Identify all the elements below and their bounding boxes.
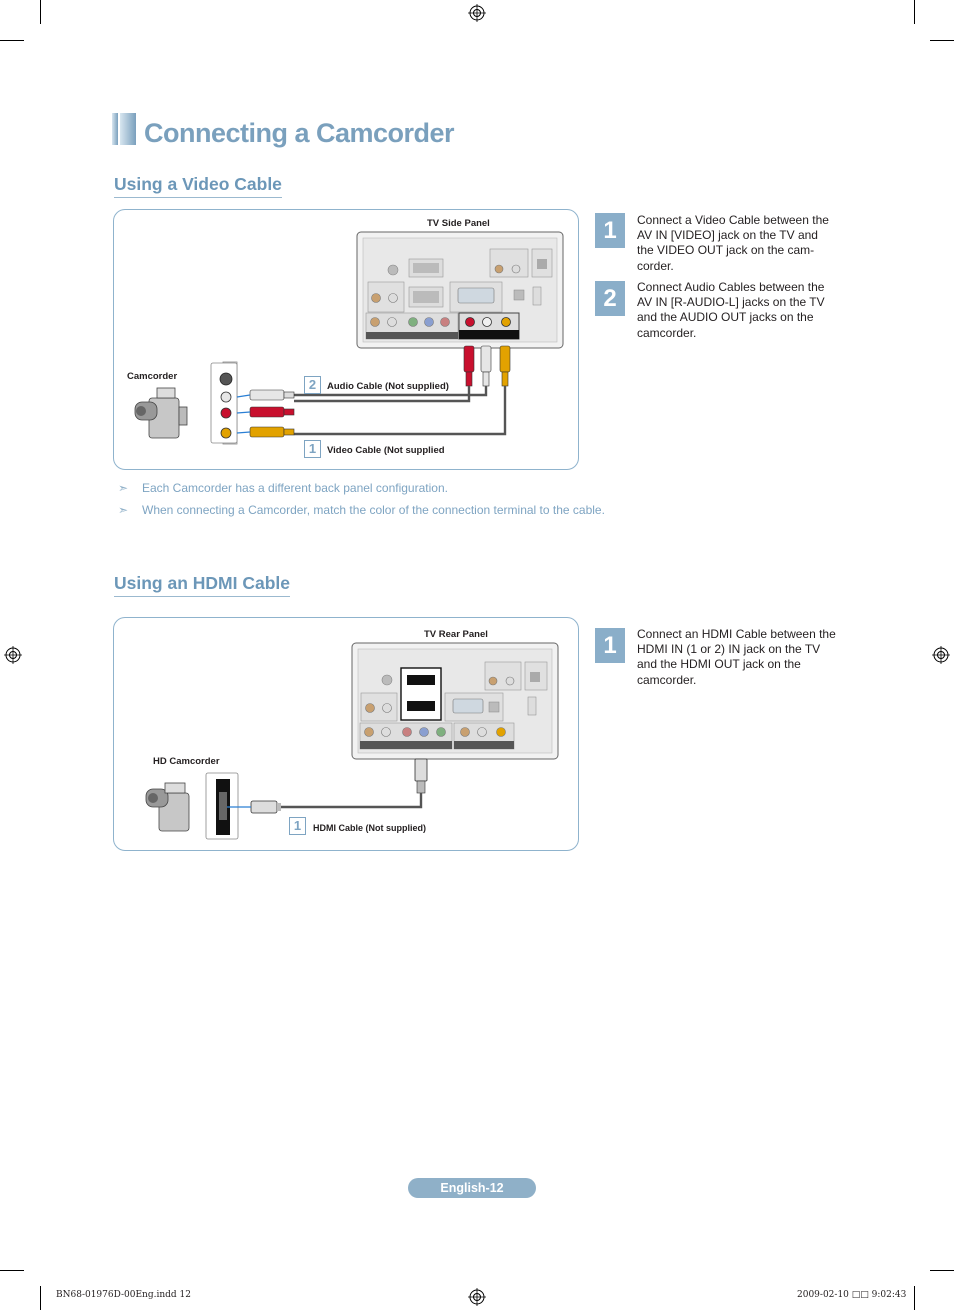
hd-camcorder-icon <box>145 782 190 832</box>
footer-timestamp: 2009-02-10 □□ 9:02:43 <box>797 1290 907 1300</box>
registration-mark-icon <box>468 4 486 22</box>
note-item: ➣ When connecting a Camcorder, match the … <box>118 503 605 517</box>
cable-number-badge: 1 <box>289 817 306 835</box>
step-text: Connect a Video Cable between the AV IN … <box>637 213 829 273</box>
step-text: Connect an HDMI Cable between the HDMI I… <box>637 627 836 687</box>
tv-rear-panel-icon <box>351 642 559 760</box>
cable-number-badge: 2 <box>304 376 321 394</box>
note-item: ➣ Each Camcorder has a different back pan… <box>118 481 448 495</box>
camcorder-label: Camcorder <box>127 371 178 382</box>
registration-mark-icon <box>932 646 950 664</box>
crop-mark <box>914 1286 915 1310</box>
registration-mark-icon <box>468 1288 486 1306</box>
note-text: Each Camcorder has a different back pane… <box>142 481 448 495</box>
rca-plugs-icon <box>463 345 511 387</box>
page-title: Connecting a Camcorder <box>144 118 455 148</box>
camcorder-panel-icon <box>210 361 238 445</box>
section-heading-hdmi: Using an HDMI Cable <box>114 573 290 597</box>
hdmi-cable-label: HDMI Cable (Not supplied) <box>313 823 426 833</box>
hd-camcorder-panel-icon <box>205 772 281 840</box>
crop-mark <box>930 1270 954 1271</box>
registration-mark-icon <box>4 646 22 664</box>
footer-filename: BN68-01976D-00Eng.indd 12 <box>56 1290 191 1300</box>
crop-mark <box>0 1270 24 1271</box>
crop-mark <box>914 0 915 24</box>
note-arrow-icon: ➣ <box>118 481 129 495</box>
note-text: When connecting a Camcorder, match the c… <box>142 503 605 517</box>
crop-mark <box>0 40 24 41</box>
camcorder-icon <box>134 387 188 439</box>
cable-number-badge: 1 <box>304 440 321 458</box>
tv-rear-panel-label: TV Rear Panel <box>424 629 488 640</box>
note-arrow-icon: ➣ <box>118 503 129 517</box>
tv-side-panel-icon <box>356 231 564 349</box>
step-number: 1 <box>595 628 625 663</box>
hdmi-diagram-illustration <box>145 642 559 840</box>
video-diagram-illustration <box>134 231 564 445</box>
page-number-badge: English-12 <box>408 1178 536 1198</box>
audio-cable-label: Audio Cable (Not supplied) <box>327 381 449 392</box>
step-number: 1 <box>595 213 625 248</box>
tv-side-panel-label: TV Side Panel <box>427 218 490 229</box>
crop-mark <box>930 40 954 41</box>
step-text: Connect Audio Cables between the AV IN [… <box>637 280 825 340</box>
hdmi-plug-icon <box>414 758 428 794</box>
step-number: 2 <box>595 281 625 316</box>
crop-mark <box>40 0 41 24</box>
hd-camcorder-label: HD Camcorder <box>153 756 220 767</box>
title-bar-icon <box>112 113 136 145</box>
video-cable-label: Video Cable (Not supplied <box>327 445 445 456</box>
camcorder-plugs-icon <box>236 389 295 438</box>
crop-mark <box>40 1286 41 1310</box>
section-heading-video: Using a Video Cable <box>114 174 282 198</box>
